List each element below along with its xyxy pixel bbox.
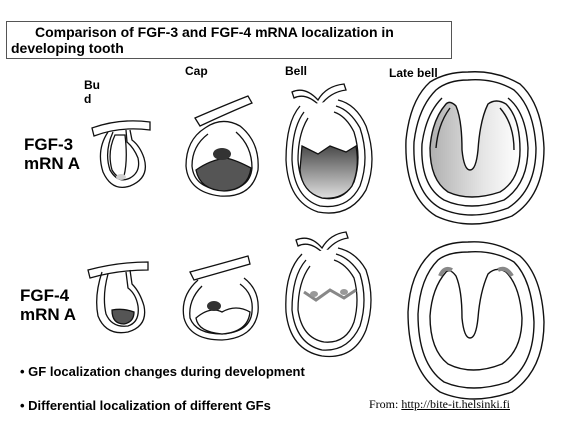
fgf4-bell-tooth	[286, 232, 371, 356]
fgf4-cap-tooth	[183, 256, 258, 340]
fgf3-cap-tooth	[186, 96, 258, 196]
fgf3-bud-tooth	[92, 121, 150, 188]
credit-prefix: From:	[369, 397, 398, 411]
fgf4-late-bell-tooth	[408, 242, 544, 399]
fgf3-bell-tooth	[286, 84, 372, 213]
fgf4-bud-tooth	[88, 262, 148, 333]
bullet-differential-localization: • Differential localization of different…	[20, 398, 271, 413]
source-credit: From: http://bite-it.helsinki.fi	[369, 397, 510, 412]
bullet-gf-changes: • GF localization changes during develop…	[20, 364, 305, 379]
source-link[interactable]: http://bite-it.helsinki.fi	[401, 397, 510, 411]
fgf3-late-bell-tooth	[406, 72, 544, 224]
